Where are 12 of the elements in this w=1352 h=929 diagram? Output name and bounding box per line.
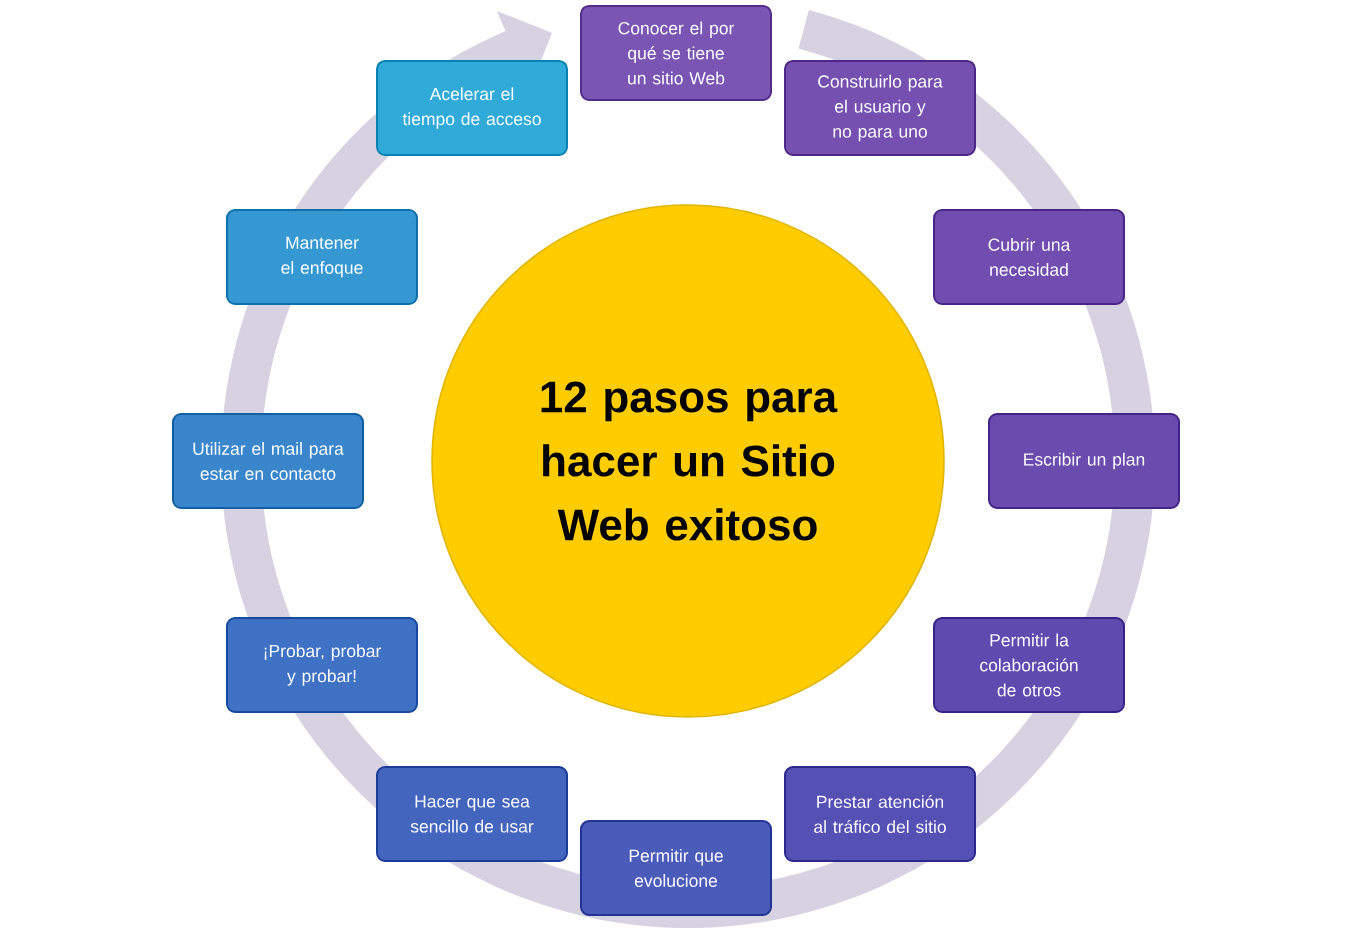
step-box: Hacer que sea sencillo de usar <box>376 766 568 862</box>
step-box: Prestar atención al tráfico del sitio <box>784 766 976 862</box>
step-box: Utilizar el mail para estar en contacto <box>172 413 364 509</box>
step-box: Mantener el enfoque <box>226 209 418 305</box>
step-box: ¡Probar, probar y probar! <box>226 617 418 713</box>
step-box: Permitir que evolucione <box>580 820 772 916</box>
step-box: Escribir un plan <box>988 413 1180 509</box>
step-box: Conocer el por qué se tiene un sitio Web <box>580 5 772 101</box>
step-box: Cubrir una necesidad <box>933 209 1125 305</box>
step-box: Construirlo para el usuario y no para uno <box>784 60 976 156</box>
step-box: Permitir la colaboración de otros <box>933 617 1125 713</box>
step-box: Acelerar el tiempo de acceso <box>376 60 568 156</box>
